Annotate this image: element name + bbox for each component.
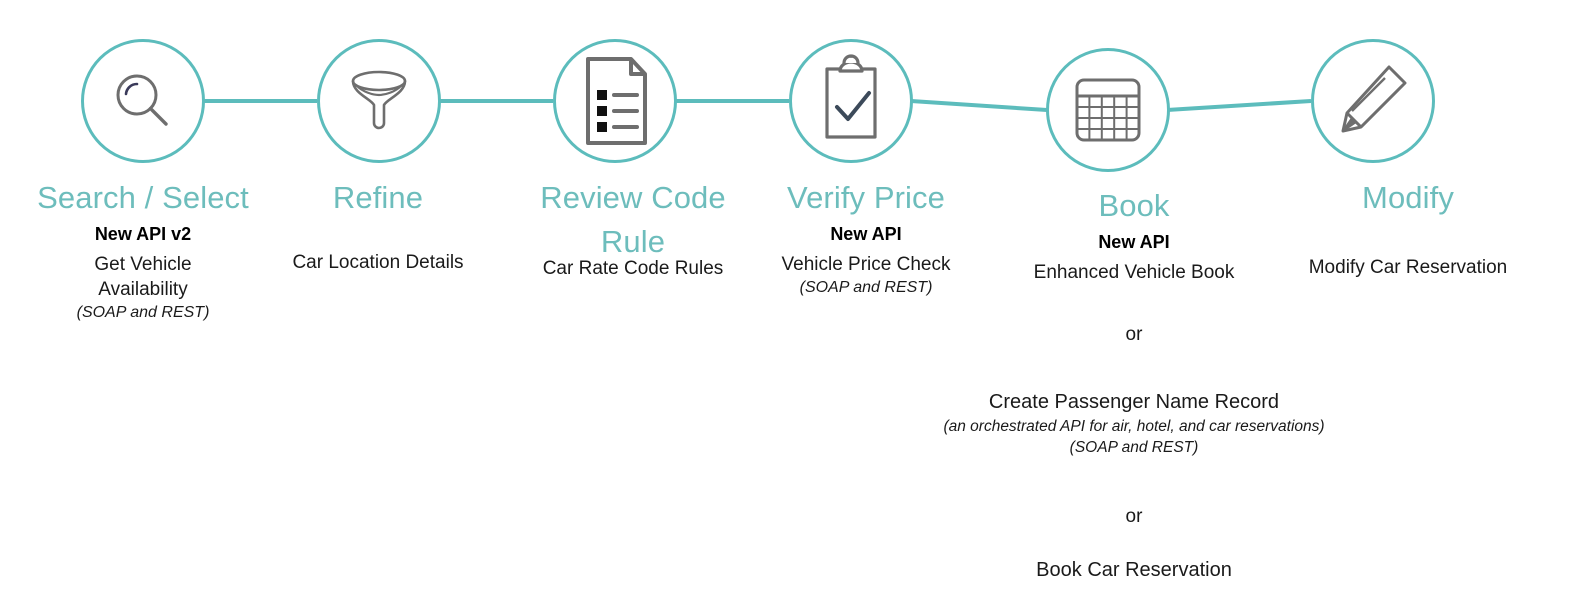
step-title: Review Code Rule xyxy=(540,180,726,259)
step-api-name: Enhanced Vehicle Book xyxy=(1033,262,1235,283)
step-api-name: Modify Car Reservation xyxy=(1308,257,1508,278)
node-circle-search-select[interactable] xyxy=(81,39,205,163)
node-circle-modify[interactable] xyxy=(1311,39,1435,163)
alternative-2-name: Book Car Reservation xyxy=(1036,559,1232,581)
connector-5 xyxy=(1166,99,1312,112)
alternative-1-name: Create Passenger Name Record xyxy=(988,391,1280,413)
step-badge: New API v2 xyxy=(94,224,192,244)
step-title: Search / Select xyxy=(37,180,249,215)
funnel-icon xyxy=(351,70,407,130)
alternative-1-protocol: (SOAP and REST) xyxy=(1069,439,1199,456)
step-badge: New API xyxy=(1098,232,1170,252)
step-title: Modify xyxy=(1362,180,1454,215)
calendar-icon xyxy=(1075,78,1141,142)
step-title: Refine xyxy=(332,180,424,215)
step-protocol: (SOAP and REST) xyxy=(76,304,210,321)
step-text-verify-price: Verify Price New API Vehicle Price Check… xyxy=(741,176,991,298)
step-api-name: Car Rate Code Rules xyxy=(542,258,724,279)
pencil-icon xyxy=(1341,65,1407,133)
alternative-separator-2: or xyxy=(1125,506,1143,527)
alternative-separator-1: or xyxy=(1125,324,1143,345)
step-api-name: Get Vehicle Availability xyxy=(94,254,192,300)
node-circle-verify-price[interactable] xyxy=(789,39,913,163)
node-circle-refine[interactable] xyxy=(317,39,441,163)
step-badge: New API xyxy=(830,224,902,244)
node-circle-review-code-rule[interactable] xyxy=(553,39,677,163)
node-circle-book[interactable] xyxy=(1046,48,1170,172)
alternative-1-note: (an orchestrated API for air, hotel, and… xyxy=(943,418,1325,435)
step-title: Verify Price xyxy=(787,180,945,215)
book-alternatives: or Create Passenger Name Record (an orch… xyxy=(884,322,1384,584)
step-api-name: Car Location Details xyxy=(292,252,464,273)
step-text-modify: Modify Modify Car Reservation xyxy=(1258,176,1558,280)
clipboard-check-icon xyxy=(825,54,877,139)
connector-4 xyxy=(910,99,1048,112)
step-text-search-select: Search / Select New API v2 Get Vehicle A… xyxy=(13,176,273,323)
step-protocol: (SOAP and REST) xyxy=(799,279,933,296)
step-text-refine: Refine Car Location Details xyxy=(253,176,503,275)
magnifier-icon xyxy=(116,74,168,126)
step-text-review-code-rule: Review Code Rule Car Rate Code Rules xyxy=(503,176,763,281)
step-api-name: Vehicle Price Check xyxy=(781,254,951,275)
step-title: Book xyxy=(1098,188,1170,223)
document-list-icon xyxy=(586,57,647,145)
step-text-book: Book New API Enhanced Vehicle Book xyxy=(990,184,1278,285)
